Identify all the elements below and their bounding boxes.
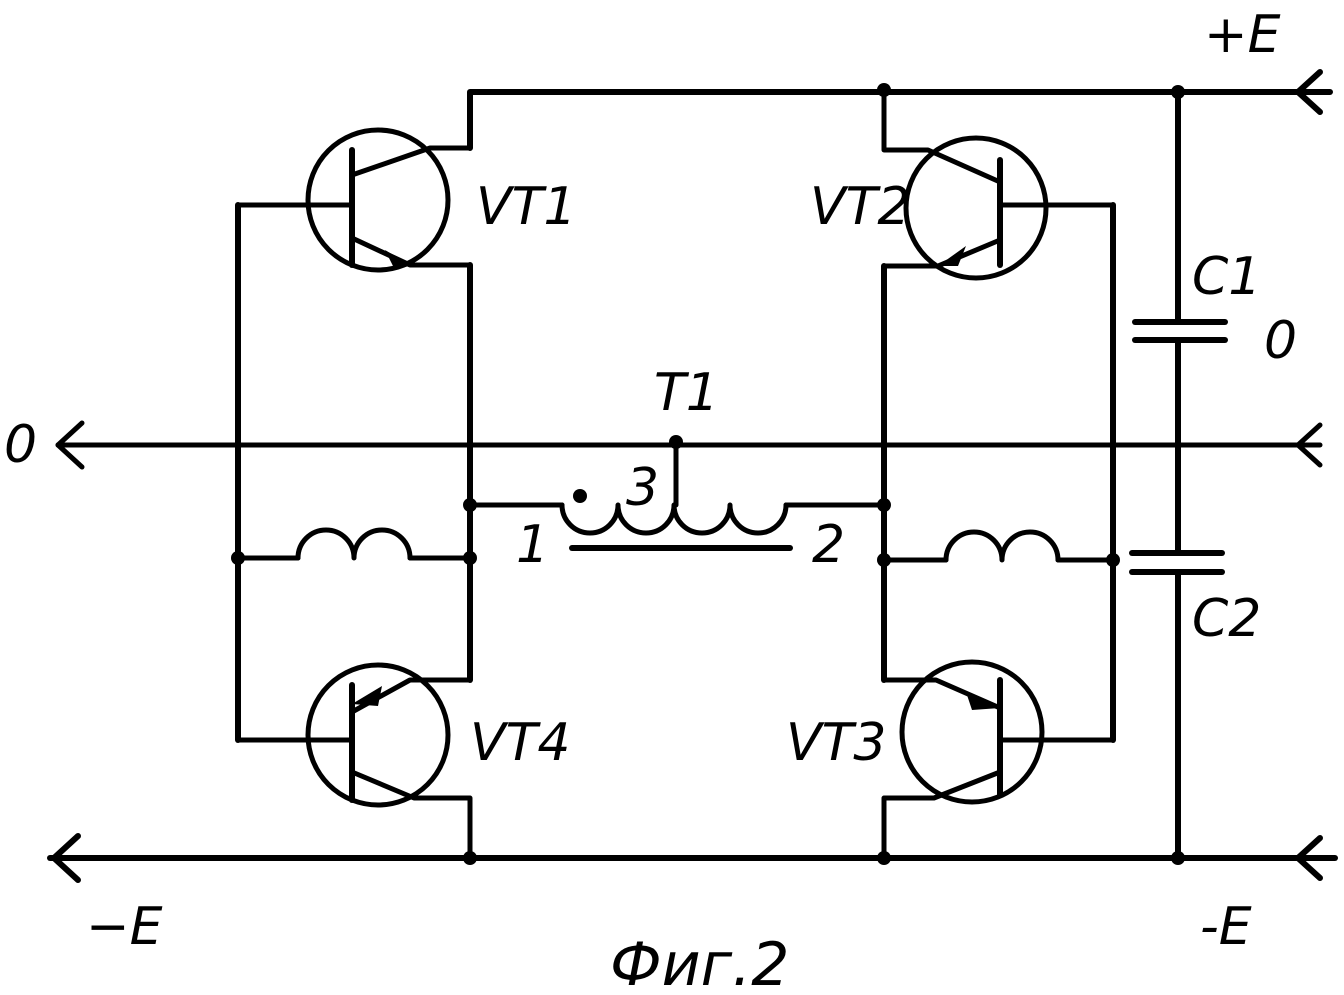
label-minus-e-right: -E: [1200, 897, 1252, 957]
capacitor-c2: [1129, 550, 1225, 861]
label-minus-e-left: −E: [86, 897, 163, 957]
transistor-vt2: [881, 89, 1116, 281]
label-vt4: VT4: [470, 713, 570, 773]
label-vt2: VT2: [810, 177, 910, 237]
label-zero-left: 0: [4, 415, 37, 475]
label-zero-right: 0: [1264, 311, 1297, 371]
transistor-vt1: [235, 127, 473, 273]
label-t1: T1: [654, 363, 719, 423]
positive-rail: [467, 69, 1333, 151]
junction-dots: [231, 83, 1185, 865]
left-bridge-wiring: [235, 202, 473, 743]
winding-start-dot: [573, 489, 587, 503]
zero-line: [55, 420, 1323, 470]
label-plus-e: +E: [1204, 5, 1281, 65]
transformer-t1: [467, 442, 887, 551]
right-bridge-wiring: [881, 202, 1116, 743]
inductor-left: [295, 527, 413, 561]
capacitor-c1: [1132, 89, 1228, 556]
label-c2: C2: [1192, 589, 1261, 649]
negative-rail: [47, 833, 1338, 883]
figure-caption: Фиг.2: [610, 930, 789, 995]
label-pin-1: 1: [516, 515, 549, 575]
transistor-vt3: [881, 659, 1116, 861]
label-vt1: VT1: [476, 177, 576, 237]
label-pin-2: 2: [812, 515, 845, 575]
label-vt3: VT3: [786, 713, 886, 773]
label-c1: C1: [1192, 247, 1261, 307]
transistor-vt4: [235, 662, 473, 861]
label-tap-3: 3: [626, 458, 659, 518]
inductor-right: [943, 529, 1061, 563]
